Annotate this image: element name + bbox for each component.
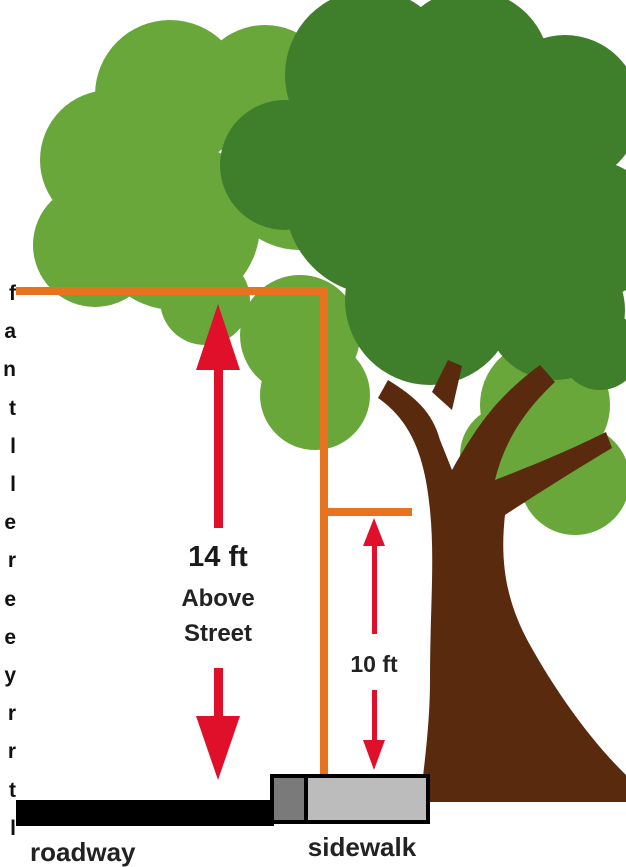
cropped-text-fragment: f bbox=[9, 282, 16, 305]
above-street-label-line1: Above bbox=[181, 585, 254, 612]
roadway-surface bbox=[16, 800, 274, 826]
cropped-text-fragment: t bbox=[9, 397, 16, 420]
cropped-text-fragment: y bbox=[4, 664, 16, 687]
arrow-10ft-down-head bbox=[363, 740, 385, 770]
clearance-lines bbox=[16, 287, 412, 775]
height-label-14ft: 14 ft bbox=[188, 541, 248, 573]
curb bbox=[270, 774, 308, 824]
cropped-text-fragment: e bbox=[4, 626, 16, 649]
foliage-front bbox=[220, 0, 626, 390]
cropped-text-fragment: l bbox=[10, 817, 16, 840]
arrow-14ft-down-head bbox=[196, 716, 240, 780]
arrow-10ft-up-shaft bbox=[372, 544, 377, 634]
cropped-text-fragment: n bbox=[3, 358, 16, 381]
sidewalk-label: sidewalk bbox=[308, 832, 417, 862]
cropped-text-fragment: r bbox=[7, 740, 16, 763]
arrow-14ft-up-shaft bbox=[214, 368, 223, 528]
arrow-14ft-down-shaft bbox=[214, 668, 223, 720]
cropped-text-fragment: t bbox=[9, 779, 16, 802]
tree-trunk bbox=[378, 360, 626, 802]
arrow-10ft-down-shaft bbox=[372, 690, 377, 742]
arrow-10ft bbox=[363, 518, 385, 770]
arrow-14ft bbox=[196, 304, 240, 780]
cropped-text-fragment: l bbox=[10, 473, 16, 496]
cropped-text-fragment: a bbox=[4, 320, 16, 343]
cropped-text-fragment: l bbox=[10, 435, 16, 458]
roadway-label: roadway bbox=[30, 837, 136, 867]
sidewalk-block bbox=[270, 774, 430, 824]
above-street-label-line2: Street bbox=[184, 620, 252, 647]
cropped-text-fragment: r bbox=[7, 702, 16, 725]
arrow-10ft-up-head bbox=[363, 518, 385, 546]
arrow-14ft-up-head bbox=[196, 304, 240, 370]
sidewalk-surface bbox=[304, 774, 430, 824]
cropped-text-fragment: r bbox=[7, 549, 16, 572]
cropped-text-fragment: e bbox=[4, 511, 16, 534]
cropped-text-fragment: e bbox=[4, 588, 16, 611]
clearance-line-14ft bbox=[16, 287, 328, 775]
height-label-10ft: 10 ft bbox=[350, 651, 398, 677]
